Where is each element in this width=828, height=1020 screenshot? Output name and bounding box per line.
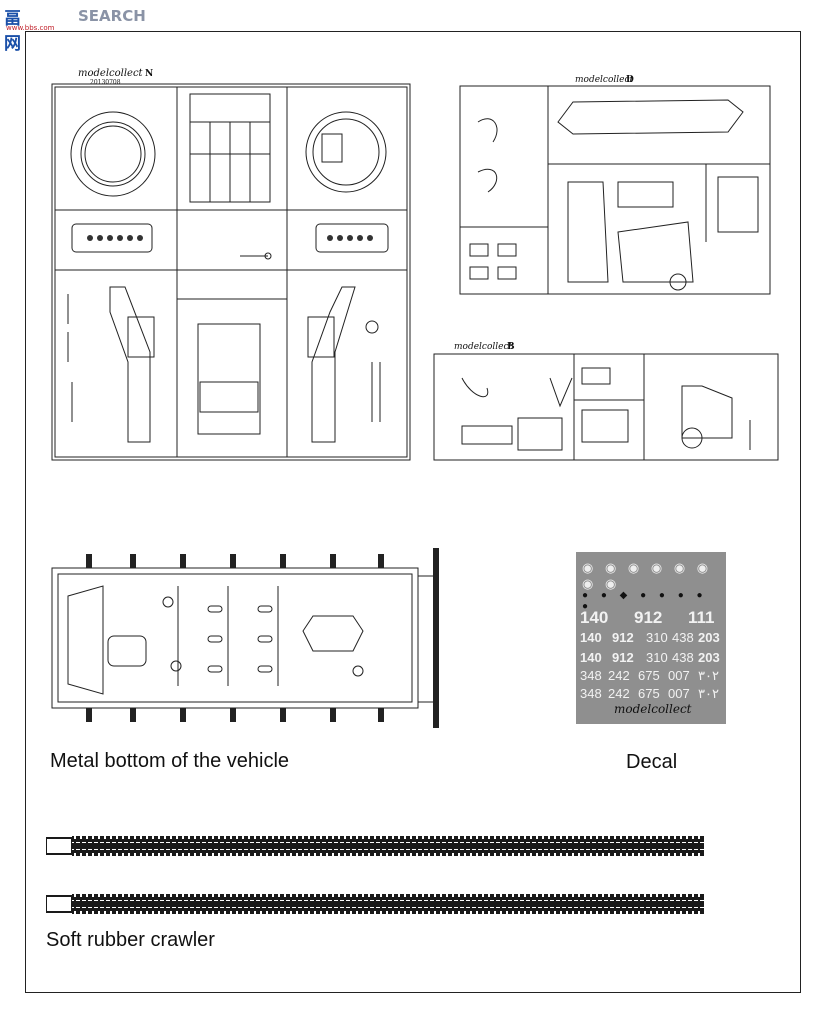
decal-number: 203	[698, 650, 720, 665]
decal-number: 140	[580, 608, 609, 627]
decal-number: 912	[634, 608, 663, 627]
decal-number: 675	[638, 668, 660, 683]
sprue-b-logo: modelcollect	[454, 342, 513, 352]
decal-number: 203	[698, 630, 720, 645]
sprue-n-drawing: modelcollect N 20130708	[51, 68, 411, 461]
sprue-b-drawing: modelcollect B	[433, 342, 779, 461]
decal-icon-row-2: ● ● ◆ ● ● ● ● ●	[582, 590, 708, 612]
sprue-n-code: 20130708	[90, 79, 121, 86]
decal-brand: modelcollect	[614, 702, 692, 716]
sprue-d-logo: modelcollect	[575, 75, 634, 85]
decal-number: ٣٠٢	[698, 686, 719, 701]
watermark-word: SEARCH	[78, 7, 146, 25]
decal-number: 242	[608, 668, 630, 683]
metal-bottom-drawing	[51, 548, 439, 728]
decal-number: 348	[580, 686, 602, 701]
decal-number: 140	[580, 630, 602, 645]
decal-number: 111	[688, 608, 715, 627]
decal-sheet: ◉ ◉ ◉ ◉ ◉ ◉ ◉ ◉ ● ● ◆ ● ● ● ● ● 140 912 …	[576, 552, 726, 724]
crawler-track-1	[46, 834, 704, 858]
decal-icon-row: ◉ ◉ ◉ ◉ ◉ ◉ ◉ ◉	[582, 560, 713, 591]
decal-number: 438	[672, 630, 694, 645]
sprue-d-letter: D	[626, 75, 634, 85]
decal-number: 007	[668, 686, 690, 701]
decal-number: 912	[612, 650, 634, 665]
decal-number: 310	[646, 630, 668, 645]
sprue-b-letter: B	[507, 342, 515, 352]
sheet-frame	[25, 31, 801, 993]
crawler-track-2	[46, 892, 704, 916]
decal-number: 140	[580, 650, 602, 665]
decal-number: 912	[612, 630, 634, 645]
sprue-d-drawing: modelcollect D	[459, 75, 771, 295]
decal-number: 438	[672, 650, 694, 665]
decal-number: 675	[638, 686, 660, 701]
decal-number: 310	[646, 650, 668, 665]
decal-number: 007	[668, 668, 690, 683]
decal-number: 348	[580, 668, 602, 683]
metal-bottom-caption: Metal bottom of the vehicle	[50, 750, 290, 772]
watermark-url: www.bbs.com	[6, 24, 55, 32]
crawler-caption: Soft rubber crawler	[46, 929, 215, 951]
decal-number: ٣٠٢	[698, 668, 719, 683]
sprue-n-logo: modelcollect	[78, 68, 144, 79]
watermark-logo: 畐网	[4, 9, 21, 54]
sprue-n-letter: N	[145, 69, 153, 79]
decal-number: 242	[608, 686, 630, 701]
decal-caption: Decal	[626, 751, 678, 773]
